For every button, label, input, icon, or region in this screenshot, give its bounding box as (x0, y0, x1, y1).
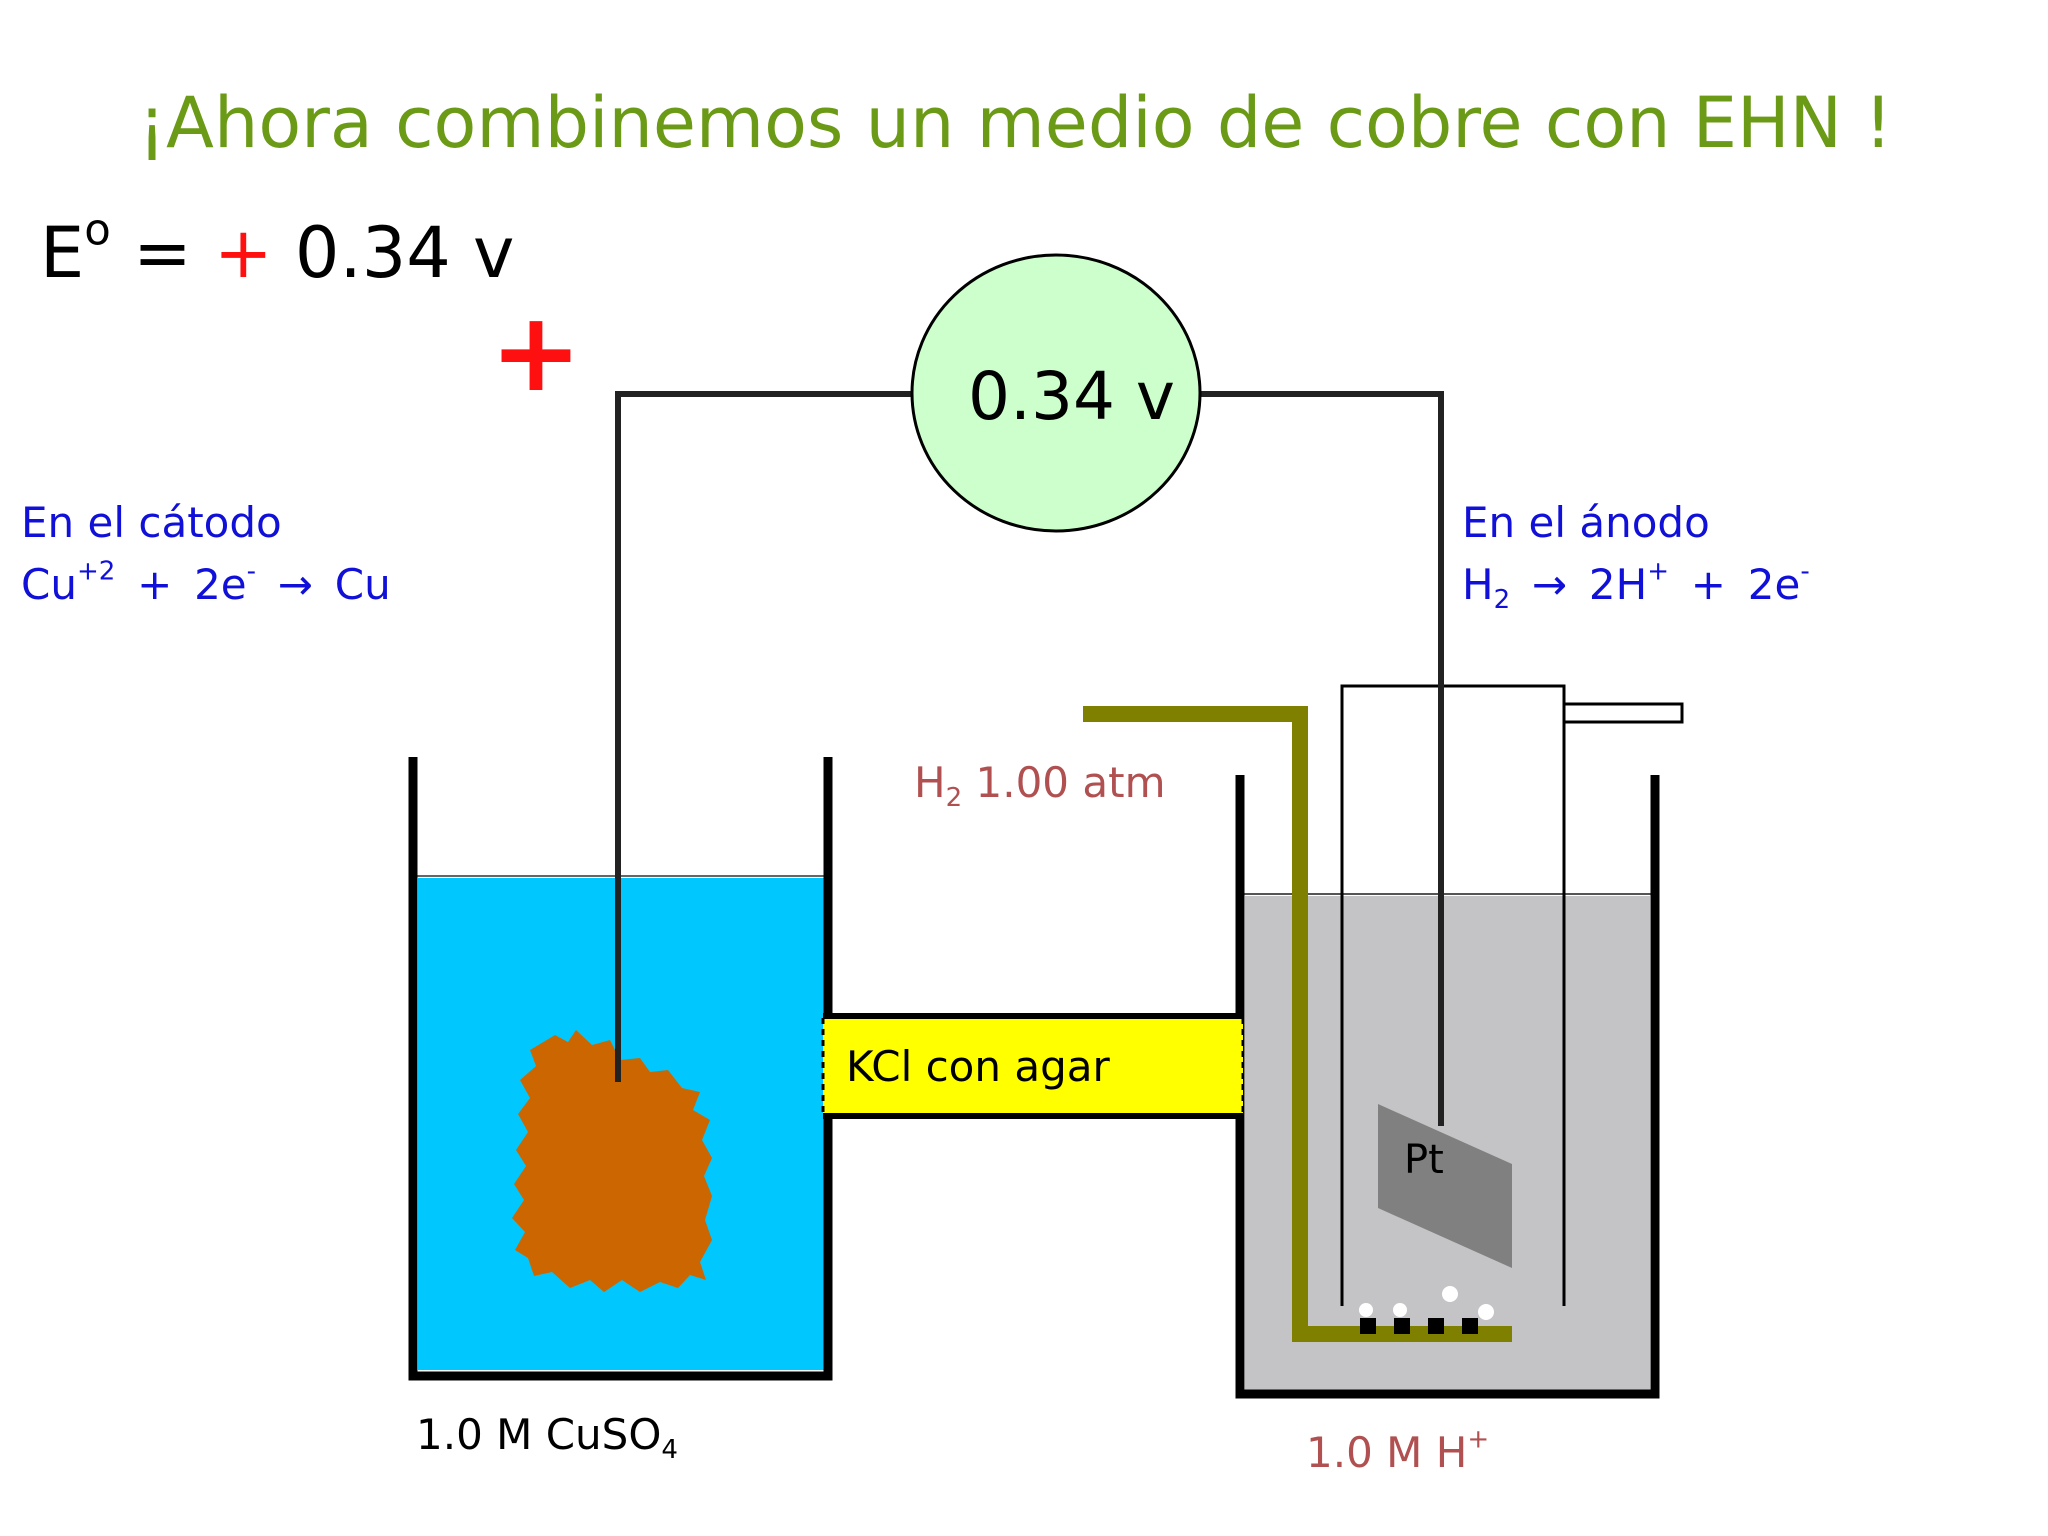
hydrogen-electrode-housing (1340, 684, 1566, 1306)
gas-bubble (1359, 1303, 1373, 1317)
tube-hole (1394, 1318, 1410, 1334)
anode-product-charge: + (1647, 556, 1670, 587)
cuso4-label: 1.0 M CuSO4 (416, 1414, 678, 1464)
copper-electrode (512, 1030, 712, 1292)
cathode-electrons: 2e (194, 560, 247, 609)
platinum-electrode (1378, 1104, 1512, 1268)
hydrogen-pressure-label: H2 1.00 atm (914, 762, 1166, 812)
potential-symbol: E (40, 212, 85, 294)
cathode-electron-charge: - (246, 556, 257, 587)
acid-text: 1.0 M H (1306, 1428, 1468, 1477)
anode-plus: + (1690, 560, 1726, 609)
acid-superscript: + (1467, 1424, 1490, 1455)
anode-product: 2H (1588, 560, 1648, 609)
cathode-arrow-icon: → (277, 560, 313, 609)
gas-outlet-tube (1562, 702, 1684, 724)
potential-equals: = (133, 212, 192, 294)
potential-sign: + (213, 212, 273, 294)
voltmeter (910, 253, 1202, 533)
positive-terminal-icon: + (490, 288, 582, 416)
platinum-label: Pt (1404, 1137, 1444, 1183)
anode-wire (1199, 391, 1444, 1126)
cathode-product: Cu (334, 560, 391, 609)
anode-arrow-icon: → (1531, 560, 1568, 609)
cathode-plus: + (137, 560, 173, 609)
salt-bridge (823, 1016, 1243, 1116)
gas-bubble (1442, 1286, 1458, 1302)
voltmeter-reading: 0.34 v (968, 358, 1175, 435)
anode-heading: En el ánodo (1462, 498, 1710, 547)
cathode-reactant: Cu (21, 560, 77, 609)
page-title: ¡Ahora combinemos un medio de cobre con … (138, 82, 1893, 164)
potential-value: 0.34 v (294, 212, 515, 294)
cuso4-text: 1.0 M CuSO (416, 1410, 662, 1459)
standard-potential: Eo = + 0.34 v (40, 209, 514, 288)
potential-superscript: o (84, 205, 111, 256)
salt-bridge-label: KCl con agar (846, 1042, 1110, 1091)
cathode-reaction: Cu+2 + 2e- → Cu (21, 558, 391, 606)
cuso4-subscript: 4 (661, 1435, 678, 1466)
cathode-heading: En el cátodo (21, 498, 282, 547)
tube-hole (1462, 1318, 1478, 1334)
acid-label: 1.0 M H+ (1306, 1426, 1489, 1474)
anode-reactant-subscript: 2 (1493, 585, 1511, 616)
hydrogen-subscript: 2 (945, 783, 963, 814)
hydrogen-formula: H (914, 758, 946, 807)
tube-hole (1428, 1318, 1444, 1334)
anode-reactant: H (1462, 560, 1494, 609)
anode-reaction: H2 → 2H+ + 2e- (1462, 558, 1810, 613)
anode-electrons: 2e (1747, 560, 1801, 609)
gas-bubble (1478, 1304, 1494, 1320)
tube-hole (1360, 1318, 1376, 1334)
gas-bubble (1393, 1303, 1407, 1317)
cathode-reactant-charge: +2 (76, 556, 116, 587)
hydrogen-pressure: 1.00 atm (975, 758, 1166, 807)
cathode-wire (615, 391, 912, 1082)
anode-electron-charge: - (1800, 556, 1810, 587)
